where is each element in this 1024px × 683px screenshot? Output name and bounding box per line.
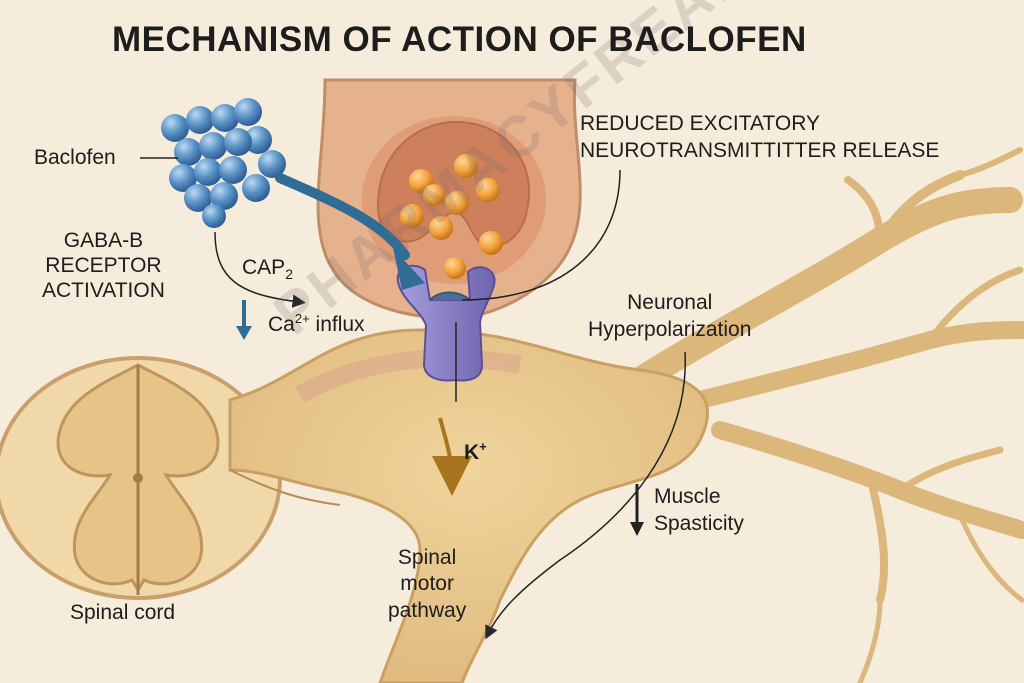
gaba-leader [214, 231, 306, 308]
label-line: Spinal [397, 546, 457, 569]
label-spinal-motor-pathway: Spinal motor pathway [388, 545, 466, 624]
label-gaba-b-receptor-activation: GABA-B RECEPTOR ACTIVATION [42, 228, 165, 304]
synaptic-vesicles [400, 154, 503, 279]
label-line: ACTIVATION [42, 279, 165, 303]
label-k-sup: + [479, 439, 487, 454]
dendrite-branches [627, 147, 1024, 683]
label-neuronal-hyperpolarization: Neuronal Hyperpolarization [588, 289, 751, 344]
label-ca-rest: influx [309, 313, 365, 336]
label-ca-base: Ca [268, 313, 295, 336]
label-line: pathway [388, 598, 467, 622]
k-efflux-arrow [431, 417, 472, 496]
label-cap2-sub: 2 [285, 266, 293, 283]
vesicle [476, 178, 500, 202]
vesicle [400, 204, 424, 228]
label-k-plus: K+ [464, 439, 487, 465]
release-leader [461, 169, 621, 301]
label-cap2: CAP2 [242, 256, 293, 282]
vesicle [429, 216, 453, 240]
postsynaptic-neuron [228, 328, 709, 683]
arrows [140, 157, 686, 640]
label-baclofen: Baclofen [34, 146, 116, 169]
label-line: REDUCED EXCITATORY [580, 112, 820, 135]
label-line: Spasticity [654, 512, 744, 536]
label-muscle-spasticity: Muscle Spasticity [654, 483, 744, 538]
label-line: Muscle [654, 485, 721, 508]
label-ca-influx: Ca2+ influx [268, 311, 365, 337]
label-line: motor [400, 572, 454, 596]
spinal-cord-section [0, 356, 282, 600]
pathway-arrow [485, 351, 686, 640]
label-k-base: K [464, 441, 480, 464]
vesicle [423, 184, 445, 206]
label-line: GABA-B [63, 229, 144, 252]
drug-binding-arrow [275, 173, 410, 260]
label-cap2-base: CAP [242, 256, 286, 279]
label-reduced-release: REDUCED EXCITATORY NEUROTRANSMITTITTER R… [580, 110, 939, 165]
vesicle [445, 191, 469, 215]
label-line: Hyperpolarization [588, 318, 752, 342]
label-spinal-cord: Spinal cord [70, 601, 176, 624]
gaba-b-receptor [396, 264, 496, 382]
vesicle [454, 154, 478, 178]
vesicle [479, 231, 503, 255]
label-ca-sup: 2+ [294, 311, 310, 326]
label-line: Neuronal [627, 291, 713, 314]
label-line: NEUROTRANSMITTITTER RELEASE [580, 139, 940, 163]
baclofen-molecule [161, 98, 286, 228]
page-title: MECHANISM OF ACTION OF BACLOFEN [112, 20, 807, 59]
vesicle [444, 257, 466, 279]
label-line: RECEPTOR [45, 254, 162, 278]
